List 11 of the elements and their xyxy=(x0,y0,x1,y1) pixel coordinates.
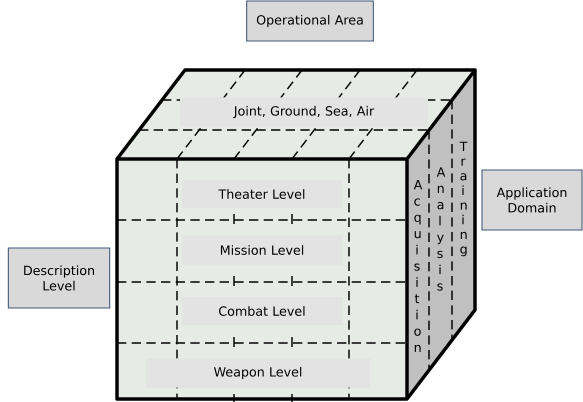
level-box: Theater Level xyxy=(182,180,342,208)
vertical-label: Analysis xyxy=(436,167,446,291)
vertical-label: Training xyxy=(460,142,468,256)
level-box: Joint, Ground, Sea, Air xyxy=(180,97,428,127)
level-box: Weapon Level xyxy=(146,358,370,388)
vertical-label: Acquisition xyxy=(414,180,422,352)
label-box: Operational Area xyxy=(246,0,374,42)
label-box: Application Domain xyxy=(481,169,583,231)
level-box: Mission Level xyxy=(182,235,342,265)
level-box: Combat Level xyxy=(182,297,342,325)
label-box: Description Level xyxy=(8,247,110,309)
